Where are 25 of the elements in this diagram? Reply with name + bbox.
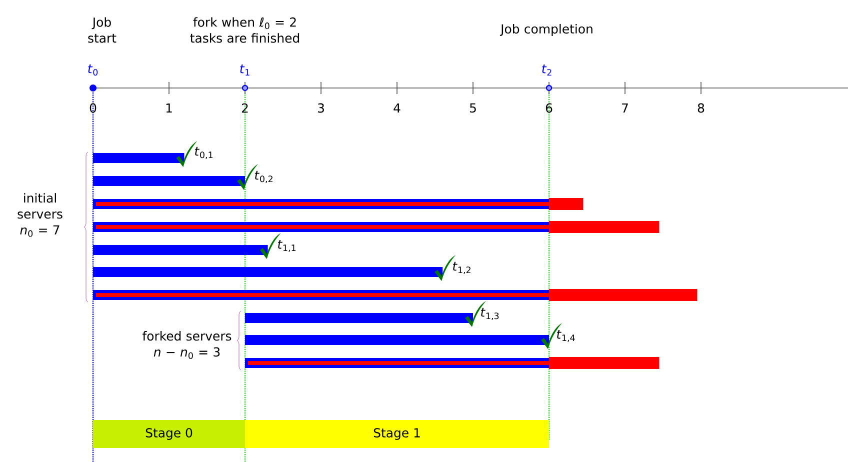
tick-label: 5	[470, 103, 476, 113]
stage-band: Stage 1	[245, 420, 549, 448]
tick-label: 6	[546, 103, 552, 113]
tick-label: 2	[242, 103, 248, 113]
group-label: forked servers n − n$_{0}$ = 3	[142, 331, 232, 359]
annotation-text: Job start	[88, 17, 116, 43]
annotation-text: fork when ℓ$_{0}$ = 2 tasks are finished	[190, 17, 300, 43]
group-label: initial servers n$_{0}$ = 7	[18, 193, 62, 237]
stage-band: Stage 0	[93, 420, 245, 448]
tick-label: 0	[90, 103, 96, 113]
tick-label: 8	[698, 103, 704, 113]
task-label: t$_{1,4}$	[557, 330, 575, 342]
time-label: t$_{1}$	[240, 64, 250, 76]
tick-label: 1	[166, 103, 172, 113]
time-label: t$_{0}$	[88, 64, 98, 76]
tick-label: 7	[622, 103, 628, 113]
task-label: t$_{0,2}$	[255, 170, 272, 184]
task-label: t$_{1,3}$	[481, 308, 499, 320]
task-label: t$_{1,1}$	[278, 240, 296, 252]
task-label: t$_{0,1}$	[195, 146, 213, 160]
tick-label: 3	[318, 103, 324, 113]
tick-label: 4	[394, 103, 400, 113]
time-label: t$_{2}$	[542, 64, 552, 76]
annotation-text: Job completion	[500, 24, 592, 36]
task-label: t$_{1,2}$	[453, 262, 470, 274]
